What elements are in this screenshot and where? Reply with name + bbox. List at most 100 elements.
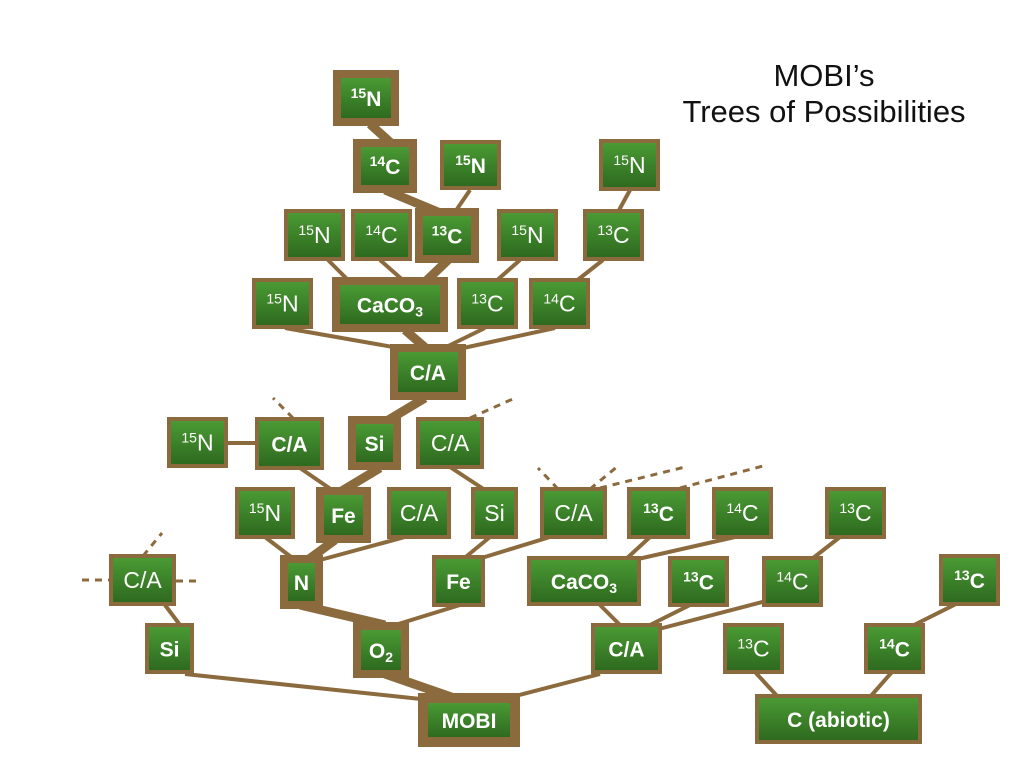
tree-node-c13_m2: 13C [825,487,886,539]
node-fill [587,213,640,257]
node-fill [475,491,514,535]
tree-node-fe_m: Fe [316,487,371,543]
title-line-2: Trees of Possibilities [682,94,966,129]
tree-node-n: N [280,555,323,609]
dashed-branch-line [589,464,619,491]
node-fill [829,491,882,535]
node-label: 15N [511,222,543,248]
node-label: 14C [365,222,397,248]
branch-line [753,670,780,699]
node-fill [171,421,224,464]
branch-line [394,603,461,627]
node-fill [501,213,554,257]
node-label: C/A [554,500,593,526]
branch-line [624,535,736,564]
node-fill [356,424,393,462]
node-fill [256,282,309,325]
tree-node-n15_u: 15N [167,417,228,468]
node-fill [544,491,603,535]
tree-node-n15_b2: 15N [497,209,558,261]
branch-line [163,603,182,627]
tree-node-caco3_r: CaCO3 [527,556,641,606]
tree-node-n15_m: 15N [235,487,295,539]
dashed-branch-line [599,465,686,490]
node-label: 13C [643,500,674,526]
node-fill [341,78,391,118]
tree-node-c14_m: 14C [712,487,773,539]
tree-node-n15_d: 15N [333,70,399,126]
node-label: C/A [608,639,644,662]
node-fill [324,495,363,535]
node-fill [288,213,341,257]
tree-node-c14_ab: 14C [864,623,925,674]
tree-node-c13_b: 13C [415,208,479,263]
node-label: Fe [446,571,471,594]
node-fill [436,559,481,603]
node-fill [361,630,401,670]
tree-node-n15_b: 15N [284,209,345,261]
node-label: Si [484,500,504,526]
node-fill [603,143,656,187]
dashed-branch-line [679,464,764,490]
node-label: 13C [954,567,985,593]
tree-node-c13_b2: 13C [583,209,644,261]
node-label: C/A [410,362,446,385]
node-label: 15N [455,152,486,178]
tree-node-c13_r1: 13C [668,556,729,607]
tree-node-ca_u: C/A [255,417,324,470]
node-fill [766,560,819,603]
node-fill [423,216,471,255]
node-label: C/A [271,434,307,457]
node-fill [943,558,996,602]
tree-node-c14_c: 14C [353,139,417,193]
node-label: 15N [266,291,298,317]
node-label: 15N [298,222,330,248]
node-label: Si [365,433,385,456]
tree-node-si_u: Si [348,416,401,470]
node-label: N [294,572,309,595]
node-fill [533,282,586,325]
node-label: 14C [726,500,758,526]
node-fill [259,421,320,466]
node-label: C/A [431,430,470,456]
tree-node-ca_m: C/A [387,487,451,539]
tree-node-n15_a: 15N [252,278,313,329]
tree-node-mobi: MOBI [418,693,520,747]
node-fill [595,627,658,670]
node-fill [531,560,637,602]
node-label: O2 [369,640,393,665]
node-fill [868,627,921,670]
tree-node-si_m: Si [471,487,518,539]
node-label: CaCO3 [357,295,423,320]
dashed-branch-line [536,466,560,491]
tree-node-n15_c2: 15N [599,139,660,191]
node-label: 15N [181,430,213,456]
node-fill [428,703,510,737]
dashed-branch-lines [82,396,764,583]
node-label: 14C [370,153,401,179]
node-fill [727,627,780,670]
node-fill [113,558,172,602]
branch-line [284,326,411,352]
node-label: Si [160,639,180,662]
node-label: 13C [683,569,714,595]
dashed-branch-line [141,532,164,557]
node-label: 14C [776,569,808,595]
node-fill [391,491,447,535]
tree-node-c14_b: 14C [351,209,412,261]
node-fill [420,421,480,465]
branch-line [616,189,632,213]
dashed-branch-line [469,396,516,420]
node-fill [461,282,514,325]
node-label: 15N [249,500,281,526]
node-label: 14C [543,291,575,317]
node-label: 13C [471,291,503,317]
tree-node-o2: O2 [353,622,409,678]
node-fill [759,698,918,740]
tree-node-c13_a: 13C [457,278,518,329]
node-fill [398,352,458,392]
node-fill [288,563,315,601]
node-fill [716,491,769,535]
